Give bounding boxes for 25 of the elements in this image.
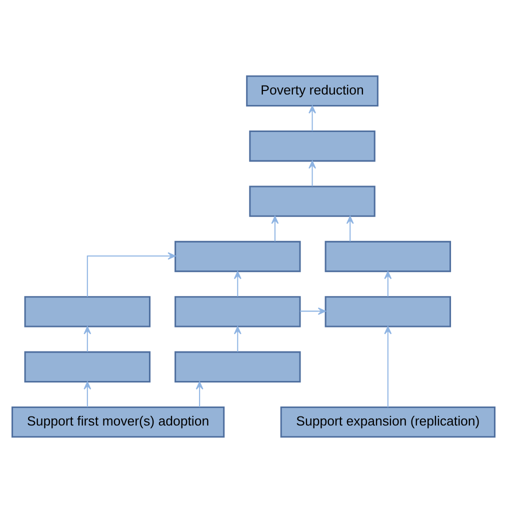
node-box [24, 296, 151, 328]
arrow [346, 216, 354, 242]
node-box [174, 296, 301, 328]
node-box [324, 296, 452, 328]
node-box [324, 240, 452, 272]
node-box [249, 186, 376, 217]
node-box [174, 240, 301, 272]
arrow [84, 381, 92, 407]
node-box [249, 130, 376, 162]
arrow [86, 252, 176, 297]
node-box: Poverty reduction [246, 75, 378, 106]
arrow [308, 160, 316, 186]
arrow [234, 271, 242, 297]
arrow [308, 105, 316, 132]
arrow [271, 216, 279, 242]
arrow [84, 326, 92, 352]
arrow [196, 381, 204, 407]
node-box: Support first mover(s) adoption [12, 406, 225, 438]
node-box: Support expansion (replication) [280, 406, 496, 438]
node-box [174, 351, 301, 382]
arrow [384, 326, 392, 408]
arrow [384, 271, 392, 297]
arrow [300, 307, 326, 315]
node-box [24, 351, 151, 382]
arrow [234, 326, 242, 352]
